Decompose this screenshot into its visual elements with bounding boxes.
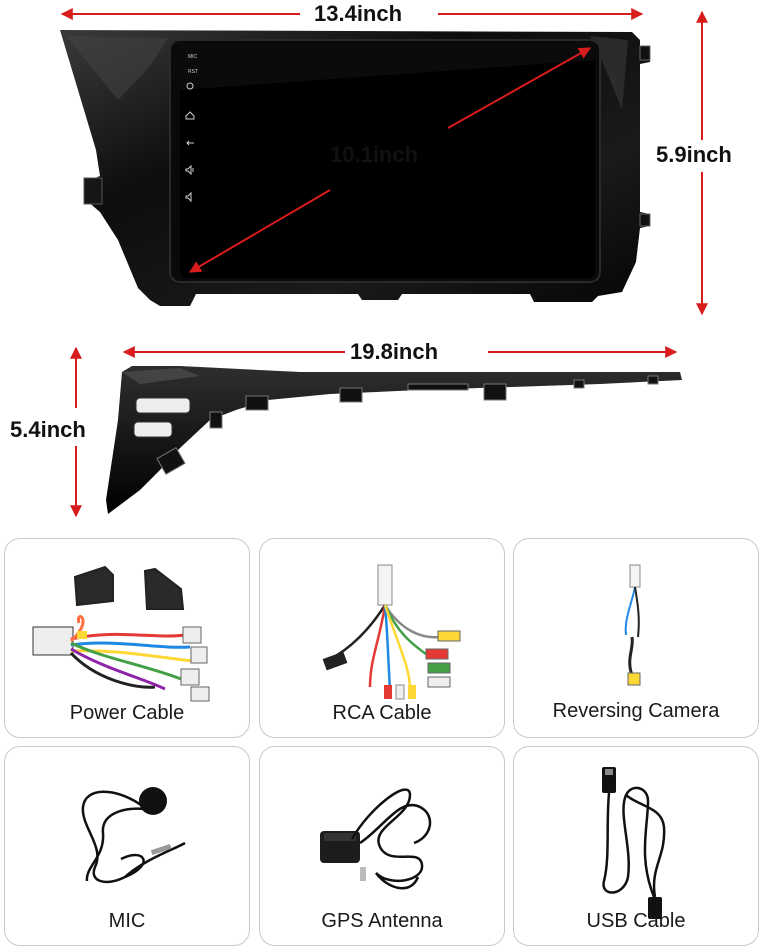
diagonal-arrow-upper	[447, 47, 592, 129]
accessory-label-power-cable: Power Cable	[69, 702, 185, 724]
head-unit	[60, 30, 651, 306]
side-frame	[106, 366, 682, 514]
accessory-label-rca-cable: RCA Cable	[332, 702, 432, 724]
frame-length-label: 19.8inch	[350, 339, 439, 364]
power-icon	[186, 82, 194, 90]
accessory-card-power-cable: Power Cable	[4, 538, 250, 738]
rst-screen-label: RST	[188, 69, 198, 75]
volume-up-icon	[185, 164, 194, 176]
rca-cable-icon	[322, 564, 461, 700]
product-diagram: MIC RST	[60, 8, 708, 518]
power-cable-icon	[32, 565, 210, 702]
screen	[180, 42, 595, 278]
accessory-label-gps-antenna: GPS Antenna	[321, 910, 443, 932]
height-dimension-label: 5.9inch	[656, 142, 732, 167]
mic-screen-label: MIC	[188, 54, 198, 60]
microphone-icon	[81, 787, 186, 884]
accessory-card-gps-antenna: GPS Antenna	[259, 746, 505, 946]
frame-height-label: 5.4inch	[10, 417, 86, 442]
screen-side-icons	[185, 82, 195, 203]
diagonal-arrow-lower	[188, 189, 331, 273]
accessory-label-usb-cable: USB Cable	[586, 910, 686, 932]
usb-cable-icon	[602, 767, 666, 919]
accessory-card-rca-cable: RCA Cable	[259, 538, 505, 738]
volume-down-icon	[185, 191, 192, 203]
accessory-label-reversing-camera: Reversing Camera	[552, 700, 720, 722]
width-dimension-label: 13.4inch	[314, 1, 403, 26]
accessory-label-mic: MIC	[108, 910, 146, 932]
gps-antenna-icon	[320, 788, 432, 890]
screen-diagonal-label: 10.1inch	[330, 142, 419, 167]
accessory-card-usb-cable: USB Cable	[513, 746, 759, 946]
home-icon	[185, 111, 195, 120]
back-icon	[186, 140, 194, 146]
accessory-card-mic: MIC	[4, 746, 250, 946]
accessory-card-reversing-camera: Reversing Camera	[513, 538, 759, 738]
camera-cable-icon	[624, 564, 641, 686]
